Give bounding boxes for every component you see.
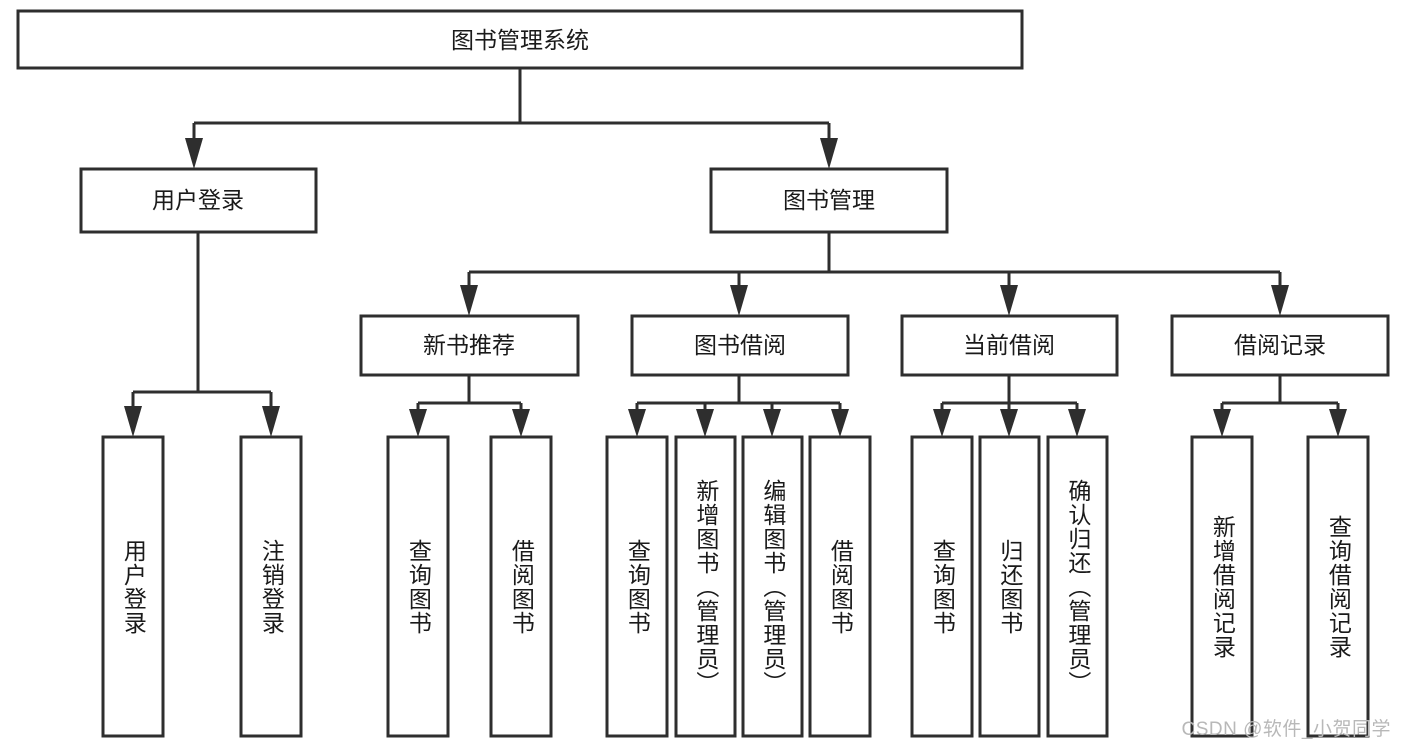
node-current-borrow-box[interactable] <box>900 314 1119 377</box>
leaf-box-3[interactable] <box>489 435 553 738</box>
leaf-box-7[interactable] <box>808 435 872 738</box>
arrow-head-user-leaf-1 <box>124 406 142 437</box>
leaf-box-2[interactable] <box>386 435 450 738</box>
node-borrow-record-box[interactable] <box>1170 314 1390 377</box>
arrow-head-current-leaf-1 <box>933 409 951 437</box>
node-book-borrow-box[interactable] <box>630 314 850 377</box>
arrow-head-borrowbook-leaf-1 <box>628 409 646 437</box>
arrow-head-user-leaf-2 <box>262 406 280 437</box>
leaf-box-6[interactable] <box>741 435 804 738</box>
arrow-head-current-leaf-3 <box>1068 409 1086 437</box>
arrow-head-to-book-manage <box>820 138 838 169</box>
arrow-head-borrow-book <box>730 285 748 316</box>
leaf-box-4[interactable] <box>605 435 669 738</box>
arrow-head-record-leaf-2 <box>1329 409 1347 437</box>
arrow-head-borrowbook-leaf-3 <box>763 409 781 437</box>
arrow-head-borrowbook-leaf-4 <box>831 409 849 437</box>
label-layer: 图书管理系统 用户登录 图书管理 新书推荐 图书借阅 当前借阅 借阅记录 <box>152 27 1326 358</box>
node-new-book-label: 新书推荐 <box>423 332 515 358</box>
node-layer <box>16 9 1390 738</box>
leaf-box-11[interactable] <box>1190 435 1254 738</box>
leaf-box-10[interactable] <box>1046 435 1109 738</box>
node-book-manage-box[interactable] <box>709 167 949 234</box>
arrow-head-newbook-leaf-1 <box>409 409 427 437</box>
node-borrow-record-label: 借阅记录 <box>1234 332 1326 358</box>
connector-layer <box>124 68 1347 437</box>
leaf-box-12[interactable] <box>1306 435 1370 738</box>
leaf-box-9[interactable] <box>978 435 1041 738</box>
arrow-head-new-book <box>460 285 478 316</box>
leaf-box-8[interactable] <box>910 435 974 738</box>
arrow-head-record-leaf-1 <box>1213 409 1231 437</box>
node-new-book-box[interactable] <box>359 314 580 377</box>
node-current-borrow-label: 当前借阅 <box>963 332 1055 358</box>
arrow-head-newbook-leaf-2 <box>512 409 530 437</box>
arrow-head-borrowbook-leaf-2 <box>696 409 714 437</box>
arrow-head-to-user-login <box>185 138 203 169</box>
node-root-box[interactable] <box>16 9 1024 70</box>
node-user-login-box[interactable] <box>79 167 318 234</box>
leaf-box-0[interactable] <box>101 435 165 738</box>
node-book-borrow-label: 图书借阅 <box>694 332 786 358</box>
arrow-head-current-leaf-2 <box>1000 409 1018 437</box>
arrow-head-borrow-record <box>1271 285 1289 316</box>
leaf-box-1[interactable] <box>239 435 303 738</box>
leaf-box-5[interactable] <box>674 435 737 738</box>
csdn-watermark: CSDN @软件_小贺同学 <box>1181 719 1391 740</box>
arrow-head-current-borrow <box>1000 285 1018 316</box>
node-user-login-label: 用户登录 <box>152 187 244 213</box>
node-book-manage-label: 图书管理 <box>783 187 875 213</box>
node-root-label: 图书管理系统 <box>451 27 589 53</box>
